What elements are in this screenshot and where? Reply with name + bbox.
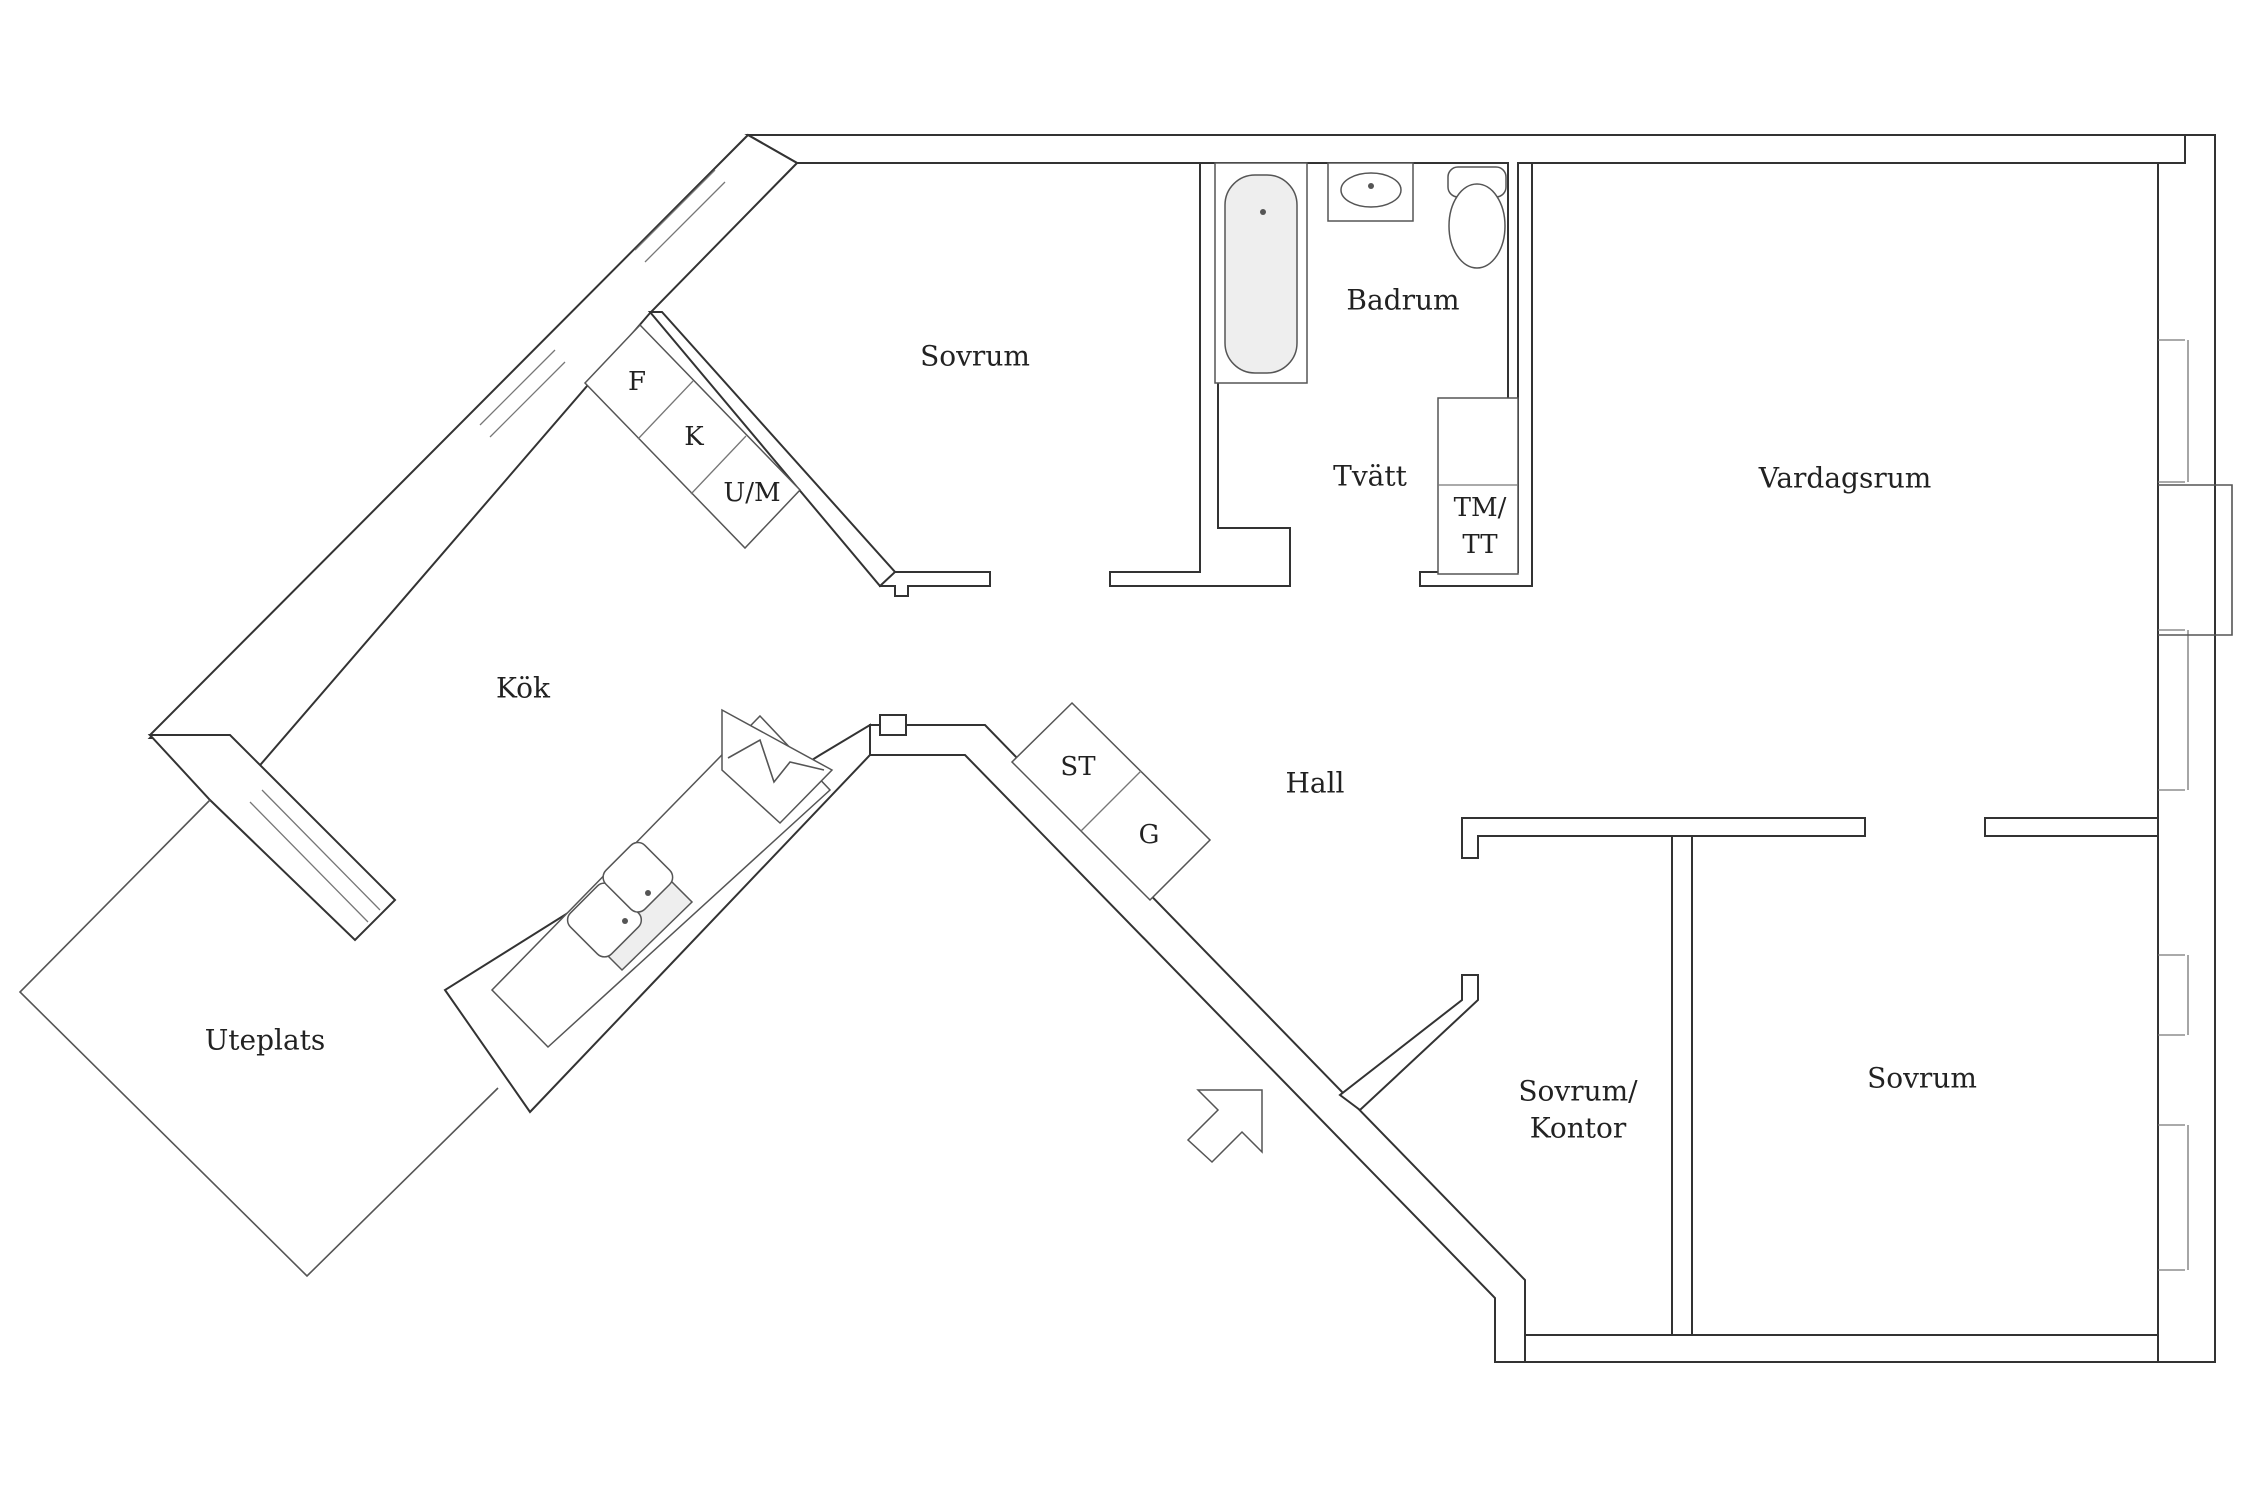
- label-vardagsrum: Vardagsrum: [1758, 462, 1932, 495]
- windows: [249, 169, 2233, 1271]
- wall-kontor-doorjamb: [1338, 974, 1479, 1112]
- wall-bedroom-partition: [1671, 835, 1693, 1336]
- label-k: K: [684, 422, 704, 452]
- hall-cabinets: [1010, 701, 1212, 902]
- exterior-wall-bottom: [1494, 1334, 2159, 1363]
- washbasin-icon: [1327, 162, 1414, 222]
- label-badrum: Badrum: [1346, 284, 1459, 317]
- label-f: F: [628, 367, 646, 397]
- label-uteplats: Uteplats: [205, 1024, 326, 1057]
- label-st: ST: [1060, 752, 1096, 782]
- exterior-wall-diagonal-band: [148, 133, 799, 802]
- label-hall: Hall: [1285, 767, 1344, 800]
- wall-sovrum-kitchen-diagonal: [647, 311, 897, 588]
- exterior-wall-kitchen-left: [147, 734, 397, 942]
- exterior-wall-right: [2157, 134, 2216, 1363]
- entrance-arrow-icon: [1186, 1089, 1263, 1164]
- label-sovrum-bottom: Sovrum: [1867, 1062, 1977, 1095]
- label-um: U/M: [723, 478, 780, 508]
- kitchen-tall-units: [583, 323, 802, 550]
- double-sink-icon: [566, 841, 694, 972]
- label-kok: Kök: [496, 672, 551, 705]
- label-g: G: [1139, 820, 1160, 850]
- label-sovrum-top: Sovrum: [920, 340, 1030, 373]
- laundry-units: [1437, 397, 1519, 575]
- label-tt: TT: [1462, 530, 1498, 560]
- wall-kitchen-entry-stub: [879, 714, 907, 736]
- wall-sovrum-top-bottom: [879, 571, 991, 597]
- wall-hall-bedrooms-right: [1984, 817, 2159, 837]
- wall-hall-bedrooms: [1461, 817, 1866, 859]
- stove-icon: [721, 708, 834, 825]
- toilet-icon: [1447, 166, 1507, 269]
- label-sovrum-kontor-line2: Kontor: [1530, 1112, 1627, 1145]
- uteplats-outline: [18, 799, 499, 1278]
- label-sovrum-kontor-line1: Sovrum/: [1518, 1075, 1638, 1108]
- bathtub-icon: [1214, 162, 1308, 384]
- label-tvatt: Tvätt: [1333, 460, 1407, 493]
- label-tm: TM/: [1454, 493, 1507, 523]
- exterior-wall-hall-diagonal: [869, 724, 1526, 1363]
